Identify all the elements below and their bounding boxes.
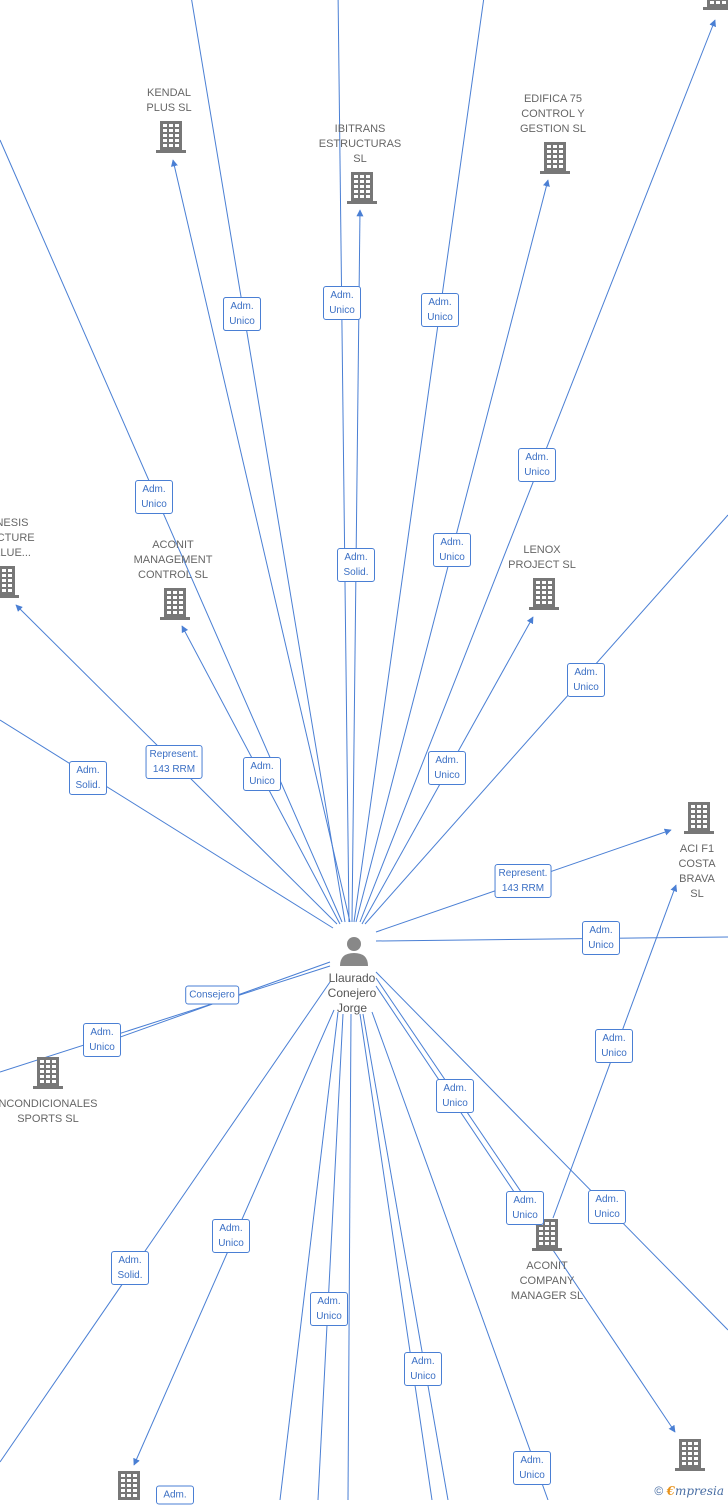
edge-label-e-aci-rep[interactable]: Represent. 143 RRM (494, 864, 552, 898)
edge-line (371, 1011, 549, 1500)
person-label[interactable]: Llaurado Conejero Jorge (327, 971, 377, 1015)
company-label-incondicionales[interactable]: NCONDICIONALES SPORTS SL (0, 1098, 98, 1125)
edge-label-e-company-a[interactable]: Adm. Unico (436, 1079, 474, 1113)
edge-label-e-topright[interactable]: Adm. Unico (518, 448, 556, 482)
company-label-ibitrans[interactable]: IBITRANS ESTRUCTURAS SL (318, 123, 402, 165)
edge-label-e-ibitrans[interactable]: Adm. Unico (323, 286, 361, 320)
edge-line (0, 965, 331, 1073)
edge-label-e-right-low[interactable]: Adm. Unico (588, 1190, 626, 1224)
building-icon[interactable] (160, 588, 190, 620)
company-label-aci[interactable]: ACI F1 COSTA BRAVA SL (678, 843, 716, 900)
edge-label-e-bl[interactable]: Adm. Unico (212, 1219, 250, 1253)
edge-line (347, 1013, 352, 1500)
edge-label-e-bottom-r[interactable]: Adm. Unico (513, 1451, 551, 1485)
edge-label-e-solid-mid[interactable]: Adm. Solid. (337, 548, 375, 582)
edge-line (171, 159, 351, 923)
edge-label-e-bottom-mid2[interactable]: Adm. Unico (404, 1352, 442, 1386)
building-icon[interactable] (114, 1471, 144, 1500)
company-label-lenox[interactable]: LENOX PROJECT SL (508, 544, 576, 571)
edge-line (337, 0, 350, 923)
edge-label-e-edifica[interactable]: Adm. Unico (421, 293, 459, 327)
edge-line (191, 0, 346, 923)
building-icon[interactable] (529, 578, 559, 610)
building-icon[interactable] (0, 566, 19, 598)
edge-line (0, 719, 334, 929)
edge-label-e-incond[interactable]: Adm. Unico (83, 1023, 121, 1057)
company-label-kendal[interactable]: KENDAL PLUS SL (146, 87, 192, 114)
edge-line (0, 139, 343, 923)
empresia-brand[interactable]: © €mpresia (654, 1484, 724, 1498)
building-icon[interactable] (684, 802, 714, 834)
copyright-symbol: © (654, 1484, 664, 1498)
edge-line (364, 514, 728, 925)
edge-label-e-consejero[interactable]: Consejero (185, 985, 239, 1005)
edge-label-e-genesis[interactable]: Represent. 143 RRM (145, 745, 203, 779)
edge-line (375, 971, 728, 1331)
edge-label-e-aconit-mgmt[interactable]: Adm. Unico (243, 757, 281, 791)
brand-logo-text: mpresia (674, 1484, 724, 1498)
person-icon[interactable] (340, 937, 368, 966)
company-label-aconit-company[interactable]: ACONIT COMPANY MANAGER SL (510, 1260, 584, 1302)
building-icon[interactable] (703, 0, 728, 10)
edge-line (362, 1013, 449, 1500)
company-label-genesis[interactable]: NESIS ECTURE ALUE... (0, 517, 35, 559)
edge-line (317, 1013, 344, 1500)
edge-label-e-right-mid[interactable]: Adm. Unico (582, 921, 620, 955)
edge-label-e-lenox[interactable]: Adm. Unico (428, 751, 466, 785)
edge-line (0, 981, 331, 1463)
edge-label-e-bottom-left-solid[interactable]: Adm. Solid. (111, 1251, 149, 1285)
edge-label-e-bottom-mid[interactable]: Adm. Unico (310, 1292, 348, 1326)
building-icon[interactable] (33, 1057, 63, 1089)
company-label-edifica[interactable]: EDIFICA 75 CONTROL Y GESTION SL (519, 93, 587, 135)
edge-line (375, 936, 728, 942)
company-label-aconit-mgmt[interactable]: ACONIT MANAGEMENT CONTROL SL (133, 539, 213, 581)
edge-label-e-far-right[interactable]: Adm. Unico (567, 663, 605, 697)
building-icon[interactable] (675, 1439, 705, 1471)
edge-line (353, 0, 485, 923)
building-icon[interactable] (347, 172, 377, 204)
edge-label-e-company-b[interactable]: Adm. Unico (506, 1191, 544, 1225)
edge-line (279, 1011, 339, 1500)
edge-label-e-bottom-cut[interactable]: Adm. (156, 1485, 194, 1505)
edge-line (359, 1013, 433, 1500)
brand-logo-e: € (666, 1484, 675, 1498)
building-icon[interactable] (156, 121, 186, 153)
edge-label-e-left-top[interactable]: Adm. Unico (135, 480, 173, 514)
edge-label-e-left-solid[interactable]: Adm. Solid. (69, 761, 107, 795)
edge-label-e-aci[interactable]: Adm. Unico (595, 1029, 633, 1063)
edge-label-e-top1[interactable]: Adm. Unico (223, 297, 261, 331)
building-icon[interactable] (532, 1219, 562, 1251)
edge-label-e-lenox-upper[interactable]: Adm. Unico (433, 533, 471, 567)
building-icon[interactable] (540, 142, 570, 174)
